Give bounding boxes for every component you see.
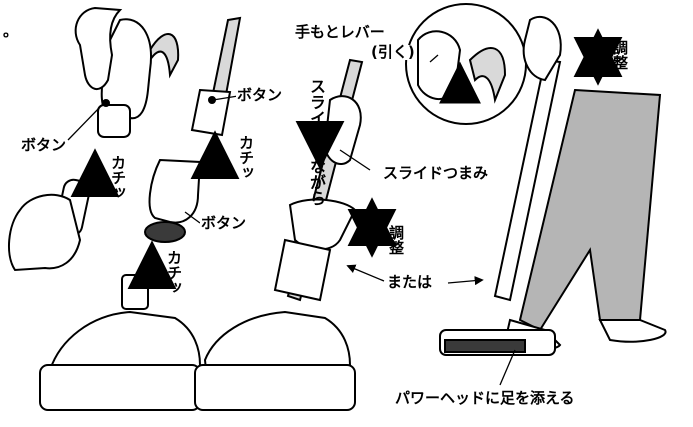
neck-joint xyxy=(121,274,149,310)
button-dot-1 xyxy=(102,99,110,107)
brush-bristles xyxy=(144,221,186,243)
pants-leg xyxy=(518,88,662,332)
label-click-2: カチッ xyxy=(237,135,255,180)
stray-dot: 。 xyxy=(3,22,19,40)
label-adjust-2: 調整 xyxy=(611,40,629,70)
foot xyxy=(598,319,667,343)
label-button-2: ボタン xyxy=(236,86,284,104)
leader-slide-knob xyxy=(339,149,371,171)
hand-panel3-lower xyxy=(288,198,357,251)
label-button-1: ボタン xyxy=(20,136,68,154)
leader-foot xyxy=(499,349,516,386)
label-hand-lever: 手もとレバー xyxy=(294,23,386,41)
leader-button-3 xyxy=(184,211,201,224)
panel-2-pipe-brush-illustration xyxy=(39,16,242,412)
lever-hand xyxy=(417,30,462,100)
leader-button-1 xyxy=(67,104,103,141)
label-slide-while: スライドしながら xyxy=(307,78,326,206)
body-panel3 xyxy=(273,238,332,302)
panel-4-lever-illustration xyxy=(405,3,667,356)
arrow-or-left xyxy=(346,264,385,282)
lever-hose xyxy=(468,47,507,104)
hand-panel3-upper xyxy=(323,95,362,165)
hand-panel1 xyxy=(74,6,123,90)
arrow-or-right xyxy=(447,276,484,286)
hose xyxy=(149,33,180,79)
leader-button-2 xyxy=(212,95,239,101)
label-click-1: カチッ xyxy=(109,155,127,200)
panel-1-handle-illustration xyxy=(8,6,180,272)
brush-nozzle xyxy=(148,158,202,224)
label-foot-note: パワーヘッドに足を添える xyxy=(394,389,576,407)
handle-tube-end xyxy=(97,104,131,138)
label-adjust-1: 調整 xyxy=(387,225,405,255)
label-or: または xyxy=(386,273,434,291)
hand-panel4 xyxy=(522,15,562,82)
panel-3-slide-illustration xyxy=(194,58,364,412)
hand-panel1-lower xyxy=(8,193,82,272)
handle-body xyxy=(100,18,152,120)
label-pull: (引く) xyxy=(370,43,416,61)
power-head-2-base xyxy=(194,364,356,411)
label-click-3: カチッ xyxy=(165,250,183,295)
power-head-1-base xyxy=(39,364,201,411)
power-head-3-brush xyxy=(444,339,526,353)
leader-lever xyxy=(429,54,439,63)
label-slide-knob: スライドつまみ xyxy=(382,164,490,182)
label-button-3: ボタン xyxy=(200,214,248,232)
